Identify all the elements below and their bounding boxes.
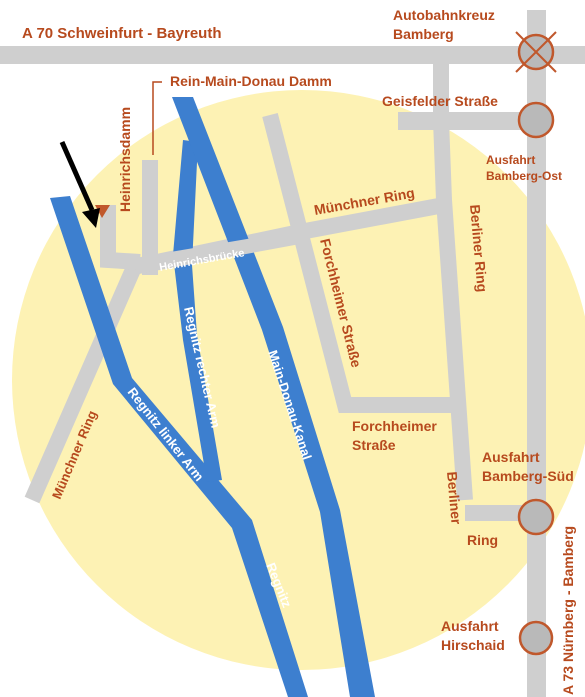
label-ausfahrt-sued-2: Bamberg-Süd: [482, 468, 574, 484]
junction-hirschaid: [518, 620, 554, 656]
label-kreuz-line2: Bamberg: [393, 26, 454, 42]
label-ausfahrt-sued-1: Ausfahrt: [482, 449, 540, 465]
label-heinrichsdamm: Heinrichsdamm: [117, 107, 133, 212]
label-berliner-ring-right: Berliner Ring: [467, 204, 491, 293]
road-forchheimer-strasse: [262, 112, 460, 413]
junction-bamberg-ost: [517, 101, 555, 139]
label-ausfahrt-ost-2: Bamberg-Ost: [486, 169, 562, 183]
label-ausfahrt-ost-1: Ausfahrt: [486, 153, 535, 167]
river-regnitz-linker-arm: [50, 196, 308, 697]
road-muenchner-ring-left: [24, 261, 143, 504]
label-berliner-2: Ring: [467, 532, 498, 548]
arrow-head-icon: [82, 208, 100, 228]
label-kreuz-line1: Autobahnkreuz: [393, 7, 495, 23]
label-damm: Rein-Main-Donau Damm: [170, 73, 332, 89]
label-hirschaid-2: Hirschaid: [441, 637, 505, 653]
road-heinrichsdamm-spur: [100, 205, 141, 270]
label-forchheimer-1: Forchheimer: [352, 418, 437, 434]
river-regnitz-rechter-arm: [173, 140, 222, 482]
road-connector-north: [433, 56, 449, 128]
label-a70: A 70 Schweinfurt - Bayreuth: [22, 25, 221, 42]
label-berliner-1: Berliner: [444, 471, 465, 526]
junction-bamberg-sued: [517, 498, 555, 536]
label-geisfelder: Geisfelder Straße: [382, 93, 498, 109]
bridge-heinrichsbruecke-band: [135, 230, 300, 274]
river-main-donau-kanal: [172, 97, 375, 697]
label-a73: A 73 Nürnberg - Bamberg: [560, 526, 576, 695]
destination-marker: [95, 205, 110, 218]
leader-line-damm: [152, 81, 162, 155]
label-hirschaid-1: Ausfahrt: [441, 618, 499, 634]
road-geisfelder-strasse: [398, 112, 538, 130]
arrow-shaft: [59, 140, 95, 212]
road-a70: [0, 46, 585, 64]
label-forchheimer-2: Straße: [352, 437, 396, 453]
kreuz-diag-2: [515, 31, 557, 73]
